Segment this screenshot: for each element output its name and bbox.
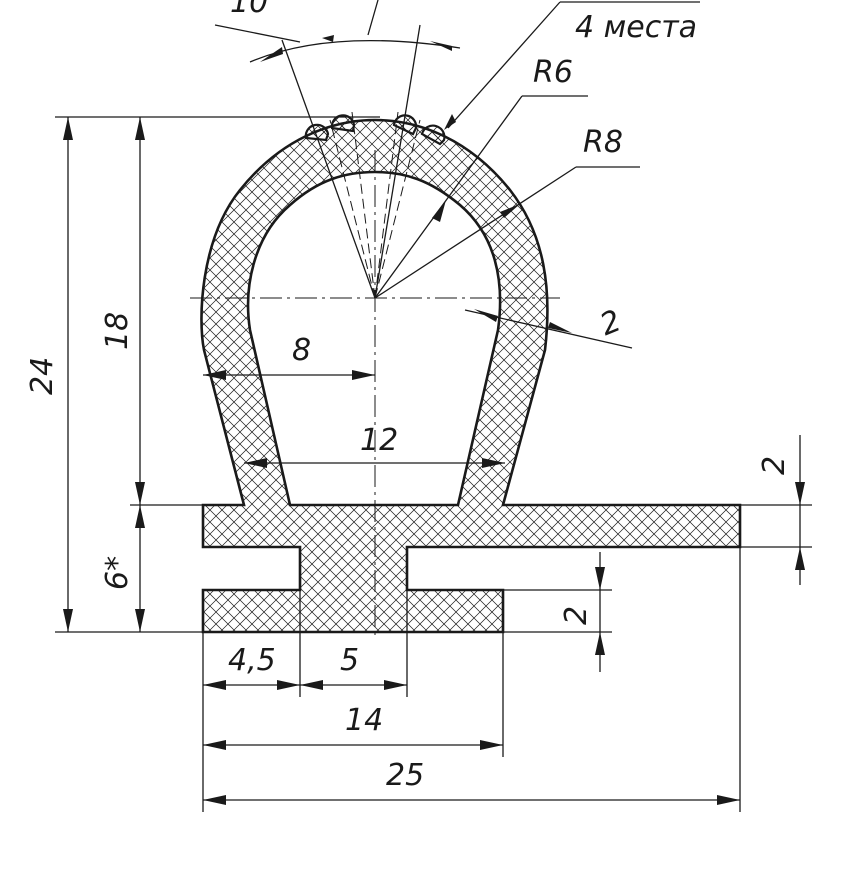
dim-25-label: 25 xyxy=(386,758,424,793)
dim-14-arrow-left xyxy=(203,740,226,750)
places-leader xyxy=(447,1,561,129)
dim-flange-arrow-top xyxy=(795,482,805,505)
dim-45-arrow-right xyxy=(277,680,300,690)
angle-leader xyxy=(214,24,301,43)
r8-label: R8 xyxy=(583,125,623,160)
dim-45-arrow-left xyxy=(203,680,226,690)
dim-14-label: 14 xyxy=(345,703,383,738)
bump-4 xyxy=(420,124,446,146)
dim-lower-label: 2 xyxy=(559,606,594,625)
dim-8-arrow-left xyxy=(203,370,226,380)
r8-leader xyxy=(374,166,577,299)
bump-2 xyxy=(330,114,356,133)
dim-12-label: 12 xyxy=(360,423,398,458)
angle-ext-left xyxy=(281,39,376,299)
section-outline xyxy=(200,118,742,634)
dim-5-arrow-right xyxy=(384,680,407,690)
dim-18-arrow-top xyxy=(135,117,145,140)
dim-flange-arrow-bottom xyxy=(795,547,805,570)
wall-arrow-out xyxy=(548,322,572,333)
dim-8-label: 8 xyxy=(292,333,311,368)
dim-25-arrow-left xyxy=(203,795,226,805)
angle-arc xyxy=(249,39,461,63)
leaders: 4 места R6 R8 xyxy=(374,1,700,299)
dim-24-arrow-bottom xyxy=(63,609,73,632)
dim-flange-label: 2 xyxy=(757,456,792,475)
ray-4 xyxy=(374,119,421,299)
angle-ext-right xyxy=(374,24,421,299)
dim-24-label: 24 xyxy=(25,357,60,395)
angle-dimension: 10 xyxy=(214,0,461,63)
r6-arrow xyxy=(432,200,446,222)
r8-arrow xyxy=(500,204,520,218)
dim-18-label: 18 xyxy=(100,312,135,350)
dim-5-arrow-left xyxy=(300,680,323,690)
r6-leader xyxy=(374,95,523,299)
angle-leader-2 xyxy=(367,0,379,36)
right-dimensions: 2 2 xyxy=(503,435,812,672)
center-lines xyxy=(190,24,560,640)
angle-arrow-mid xyxy=(322,35,334,42)
left-dimensions: 24 18 6* xyxy=(25,116,380,633)
ray-3 xyxy=(374,111,399,299)
places-label: 4 места xyxy=(575,10,697,45)
dim-18-arrow-bottom xyxy=(135,482,145,505)
angle-label: 10 xyxy=(230,0,268,20)
dim-8-arrow-right xyxy=(352,370,375,380)
bump-1 xyxy=(304,123,330,142)
dim-12-arrow-right xyxy=(482,458,505,468)
dim-14-arrow-right xyxy=(480,740,503,750)
dim-5-label: 5 xyxy=(340,643,359,678)
angle-arrow-left xyxy=(260,47,283,62)
wall-label: 2 xyxy=(595,303,626,343)
wall-arrow-in xyxy=(474,309,498,322)
dim-lower-arrow-top xyxy=(595,567,605,590)
dim-lower-arrow-bottom xyxy=(595,632,605,655)
dim-6-arrow-bottom xyxy=(135,609,145,632)
ray-2 xyxy=(351,111,376,299)
places-arrow xyxy=(444,114,456,130)
angle-arrow-right xyxy=(430,41,452,51)
dim-6-arrow-top xyxy=(135,505,145,528)
dim-25-arrow-right xyxy=(717,795,740,805)
dim-24-arrow-top xyxy=(63,117,73,140)
bottom-dimensions: 4,5 5 14 25 xyxy=(202,547,741,812)
dim-45-label: 4,5 xyxy=(228,643,276,678)
inner-dimensions: 8 12 xyxy=(203,333,505,468)
dim-6-label: 6* xyxy=(100,556,135,590)
dim-12-arrow-left xyxy=(244,458,267,468)
r6-label: R6 xyxy=(533,55,573,90)
bump-3 xyxy=(392,114,418,136)
profile-section xyxy=(200,114,742,634)
ray-1 xyxy=(329,119,376,299)
